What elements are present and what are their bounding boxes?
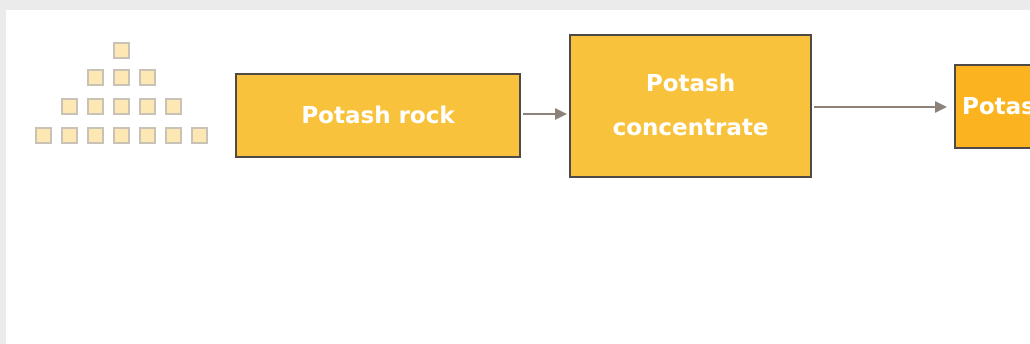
node-label: Potash rock [301,102,455,129]
arrow-layer [523,101,947,120]
pyramid-block [139,127,156,144]
pyramid-block [87,69,104,86]
pyramid-block [165,127,182,144]
pyramid-block [113,42,130,59]
arrow-concentrate-to-next [814,101,947,113]
pyramid-block [113,127,130,144]
pyramid-block [87,98,104,115]
node-label: Potas [962,93,1030,120]
diagram-canvas: Potash rock Potash concentrate Potas [6,10,1030,344]
pyramid-block [87,127,104,144]
pyramid-block [191,127,208,144]
pyramid-block [61,127,78,144]
node-label: Potash concentrate [613,62,769,150]
pyramid-block [113,69,130,86]
arrow-rock-to-concentrate [523,108,567,120]
pyramid-block [35,127,52,144]
pyramid-block [61,98,78,115]
pyramid-block [113,98,130,115]
node-potash-product: Potas [954,64,1030,149]
pyramid-block [139,98,156,115]
node-label-line2: concentrate [612,115,769,141]
node-label-line1: Potash [645,71,736,97]
node-potash-rock: Potash rock [235,73,521,158]
node-potash-concentrate: Potash concentrate [569,34,812,178]
pyramid-block [165,98,182,115]
pyramid-block [139,69,156,86]
